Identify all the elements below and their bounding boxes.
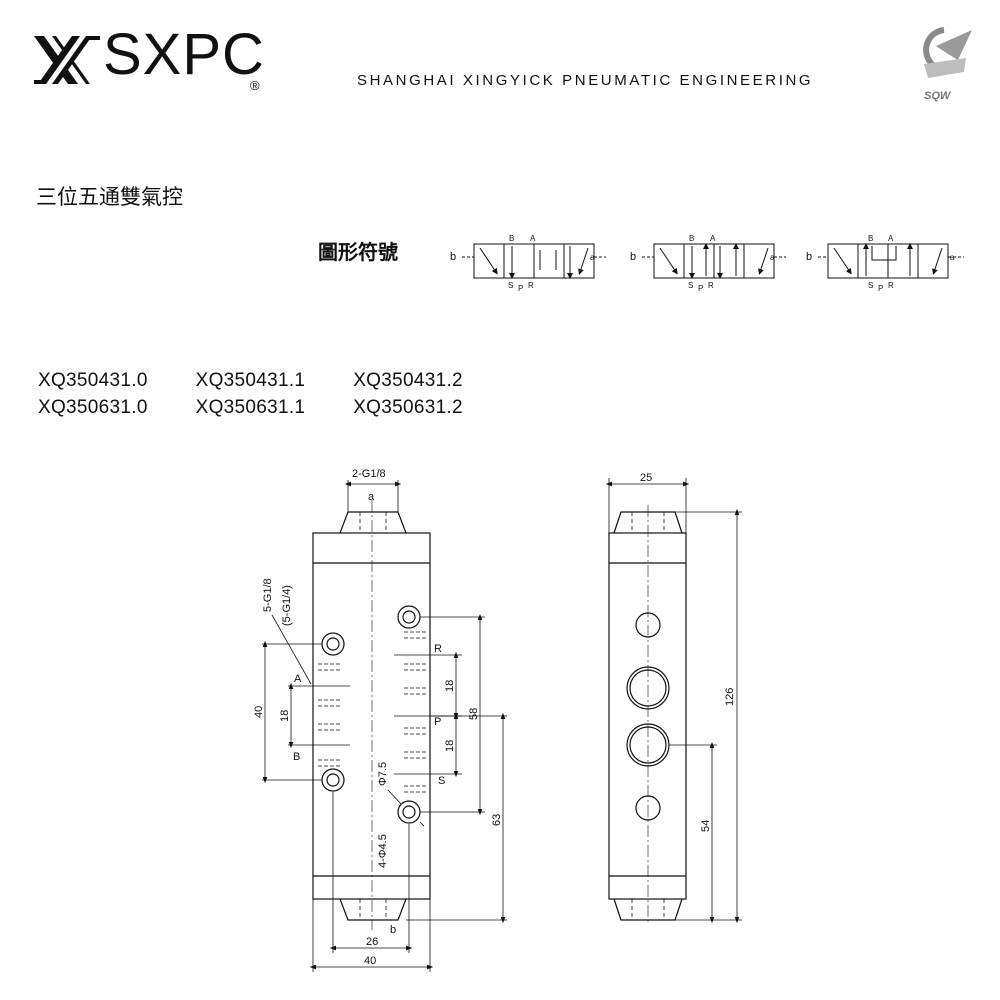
product-title: 三位五通雙氣控	[36, 185, 183, 209]
dim-18-p: 18	[444, 740, 456, 752]
valve-symbol-3: b B A S P R a	[806, 234, 964, 293]
model-number: XQ350631.2	[353, 397, 463, 418]
symbol1-label-b: b	[450, 251, 456, 263]
symbol-section-title: 圖形符號	[318, 240, 398, 264]
dim-126: 126	[724, 688, 736, 706]
side-ports-label: 5-G1/8	[262, 578, 274, 612]
sqw-logo-text: SQW	[924, 90, 951, 102]
valve-symbol-1: b B A S P R a	[450, 234, 606, 293]
symbol2-label-P: P	[698, 284, 703, 293]
sqw-logo-icon	[923, 27, 972, 78]
model-number: XQ350631.0	[38, 397, 148, 418]
hole-big-label: Φ7.5	[377, 762, 389, 786]
symbol1-label-R: R	[528, 281, 534, 290]
label-B: B	[293, 751, 300, 763]
model-number: XQ350431.2	[353, 370, 463, 391]
symbol1-label-B: B	[509, 234, 514, 243]
symbol3-label-b: b	[806, 251, 812, 263]
label-R: R	[434, 643, 442, 655]
dim-18-left: 18	[279, 710, 291, 722]
symbol3-label-a: a	[950, 253, 955, 262]
symbol2-label-a: a	[770, 253, 775, 262]
symbol2-label-S: S	[688, 281, 693, 290]
model-number: XQ350431.1	[195, 370, 306, 391]
model-number: XQ350431.0	[38, 370, 148, 391]
label-S: S	[438, 775, 445, 787]
symbol3-label-A: A	[888, 234, 894, 243]
front-dimensions	[262, 480, 507, 972]
side-dimensions	[605, 478, 742, 924]
symbol2-label-A: A	[710, 234, 716, 243]
valve-symbols: b B A S P R a b B A S P	[450, 234, 964, 293]
symbol2-label-B: B	[689, 234, 694, 243]
valve-symbol-2: b B A S P R a	[630, 234, 786, 293]
label-A: A	[294, 673, 302, 685]
front-labels: 2-G1/8 a b 5-G1/8 (5-G1/4) A B R P S 40 …	[253, 468, 503, 967]
label-P: P	[434, 716, 441, 728]
model-list-row-1: XQ350431.0 XQ350431.1 XQ350431.2	[38, 370, 505, 392]
dim-63: 63	[491, 814, 503, 826]
symbol3-label-B: B	[868, 234, 873, 243]
dim-58: 58	[468, 708, 480, 720]
top-port-label: 2-G1/8	[352, 468, 386, 480]
company-name: SHANGHAI XINGYICK PNEUMATIC ENGINEERING	[357, 72, 814, 89]
registered-mark: ®	[250, 78, 260, 93]
symbol3-label-P: P	[878, 284, 883, 293]
model-number: XQ350631.1	[195, 397, 306, 418]
brand-name: SXPC	[103, 22, 265, 87]
dim-25: 25	[640, 472, 652, 484]
side-view	[608, 505, 687, 925]
symbol2-label-b: b	[630, 251, 636, 263]
symbol3-label-R: R	[888, 281, 894, 290]
dim-40-left: 40	[253, 706, 265, 718]
symbol1-label-P: P	[518, 284, 523, 293]
dim-18-r: 18	[444, 680, 456, 692]
dim-40-bottom: 40	[364, 955, 376, 967]
dim-26: 26	[366, 936, 378, 948]
symbol2-label-R: R	[708, 281, 714, 290]
port-a-label: a	[368, 491, 375, 503]
symbol1-label-A: A	[530, 234, 536, 243]
side-labels: 25 126 54	[640, 472, 736, 832]
model-list-row-2: XQ350631.0 XQ350631.1 XQ350631.2	[38, 397, 505, 419]
port-b-label: b	[390, 924, 396, 936]
dim-54: 54	[700, 820, 712, 832]
side-ports-alt-label: (5-G1/4)	[281, 585, 293, 626]
symbol1-label-a: a	[590, 253, 595, 262]
symbol3-label-S: S	[868, 281, 873, 290]
symbol1-label-S: S	[508, 281, 513, 290]
hole-small-label: 4-Φ4.5	[377, 834, 389, 868]
sxpc-logo-mark-icon	[34, 36, 100, 84]
front-view	[312, 500, 431, 930]
